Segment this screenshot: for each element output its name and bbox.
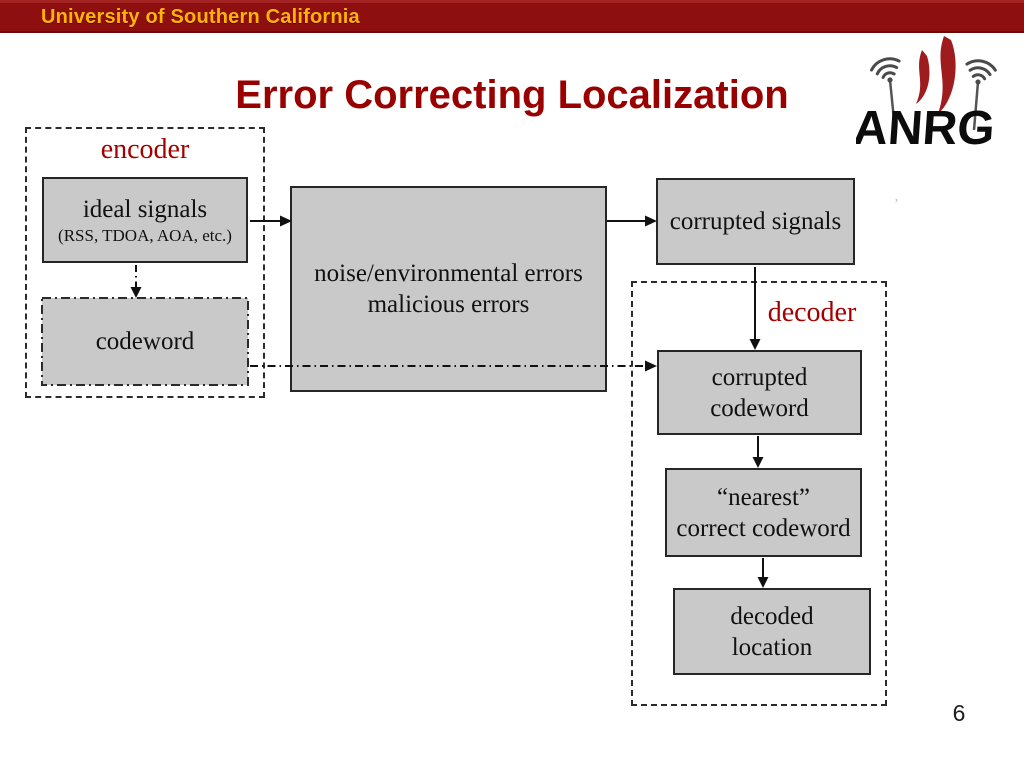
noise-errors-line1: noise/environmental errors [314,260,583,287]
decoded-location-box: decoded location [673,588,871,675]
page-number: 6 [952,700,966,726]
anrg-logo-text: ANRG [856,102,997,155]
encoder-region [25,127,265,398]
stray-mark: ʼ [894,197,899,212]
anrg-logo: ANRG ANRG [787,34,1020,216]
corrupted-codeword-line1: corrupted [711,363,808,391]
arrow-noise-to-corrupted-signals [607,215,657,227]
usc-header-bar: University of Southern California [0,0,1024,33]
ideal-signals-box: ideal signals (RSS, TDOA, AOA, etc.) [42,177,248,263]
nearest-codeword-line1: “nearest” [717,483,810,511]
nearest-codeword-box: “nearest” correct codeword [665,468,862,557]
decoder-label: decoder [767,297,857,328]
nearest-codeword-line2: correct codeword [676,514,851,542]
page-title: Error Correcting Localization [235,73,789,117]
usc-wordmark: University of Southern California [41,5,360,28]
ideal-signals-label: ideal signals [82,196,208,223]
decoded-location-line1: decoded [730,602,814,630]
codeword-label: codeword [95,328,195,355]
codeword-box: codeword [42,298,248,385]
noise-errors-line2: malicious errors [367,291,530,318]
encoder-label: encoder [100,134,190,165]
noise-errors-box: noise/environmental errors malicious err… [290,186,607,392]
antenna-right-icon [965,59,997,131]
corrupted-signals-label: corrupted signals [669,208,842,235]
decoded-location-line2: location [731,633,813,661]
flame-icon [916,36,956,114]
corrupted-codeword-box: corrupted codeword [657,350,862,435]
ideal-signals-sublabel: (RSS, TDOA, AOA, etc.) [58,226,232,245]
decoder-region [631,281,887,706]
antenna-left-icon [870,57,901,121]
corrupted-signals-box: corrupted signals [656,178,855,265]
anrg-logo-graphic: ANRG ANRG [787,36,997,216]
corrupted-codeword-line2: codeword [710,394,809,422]
